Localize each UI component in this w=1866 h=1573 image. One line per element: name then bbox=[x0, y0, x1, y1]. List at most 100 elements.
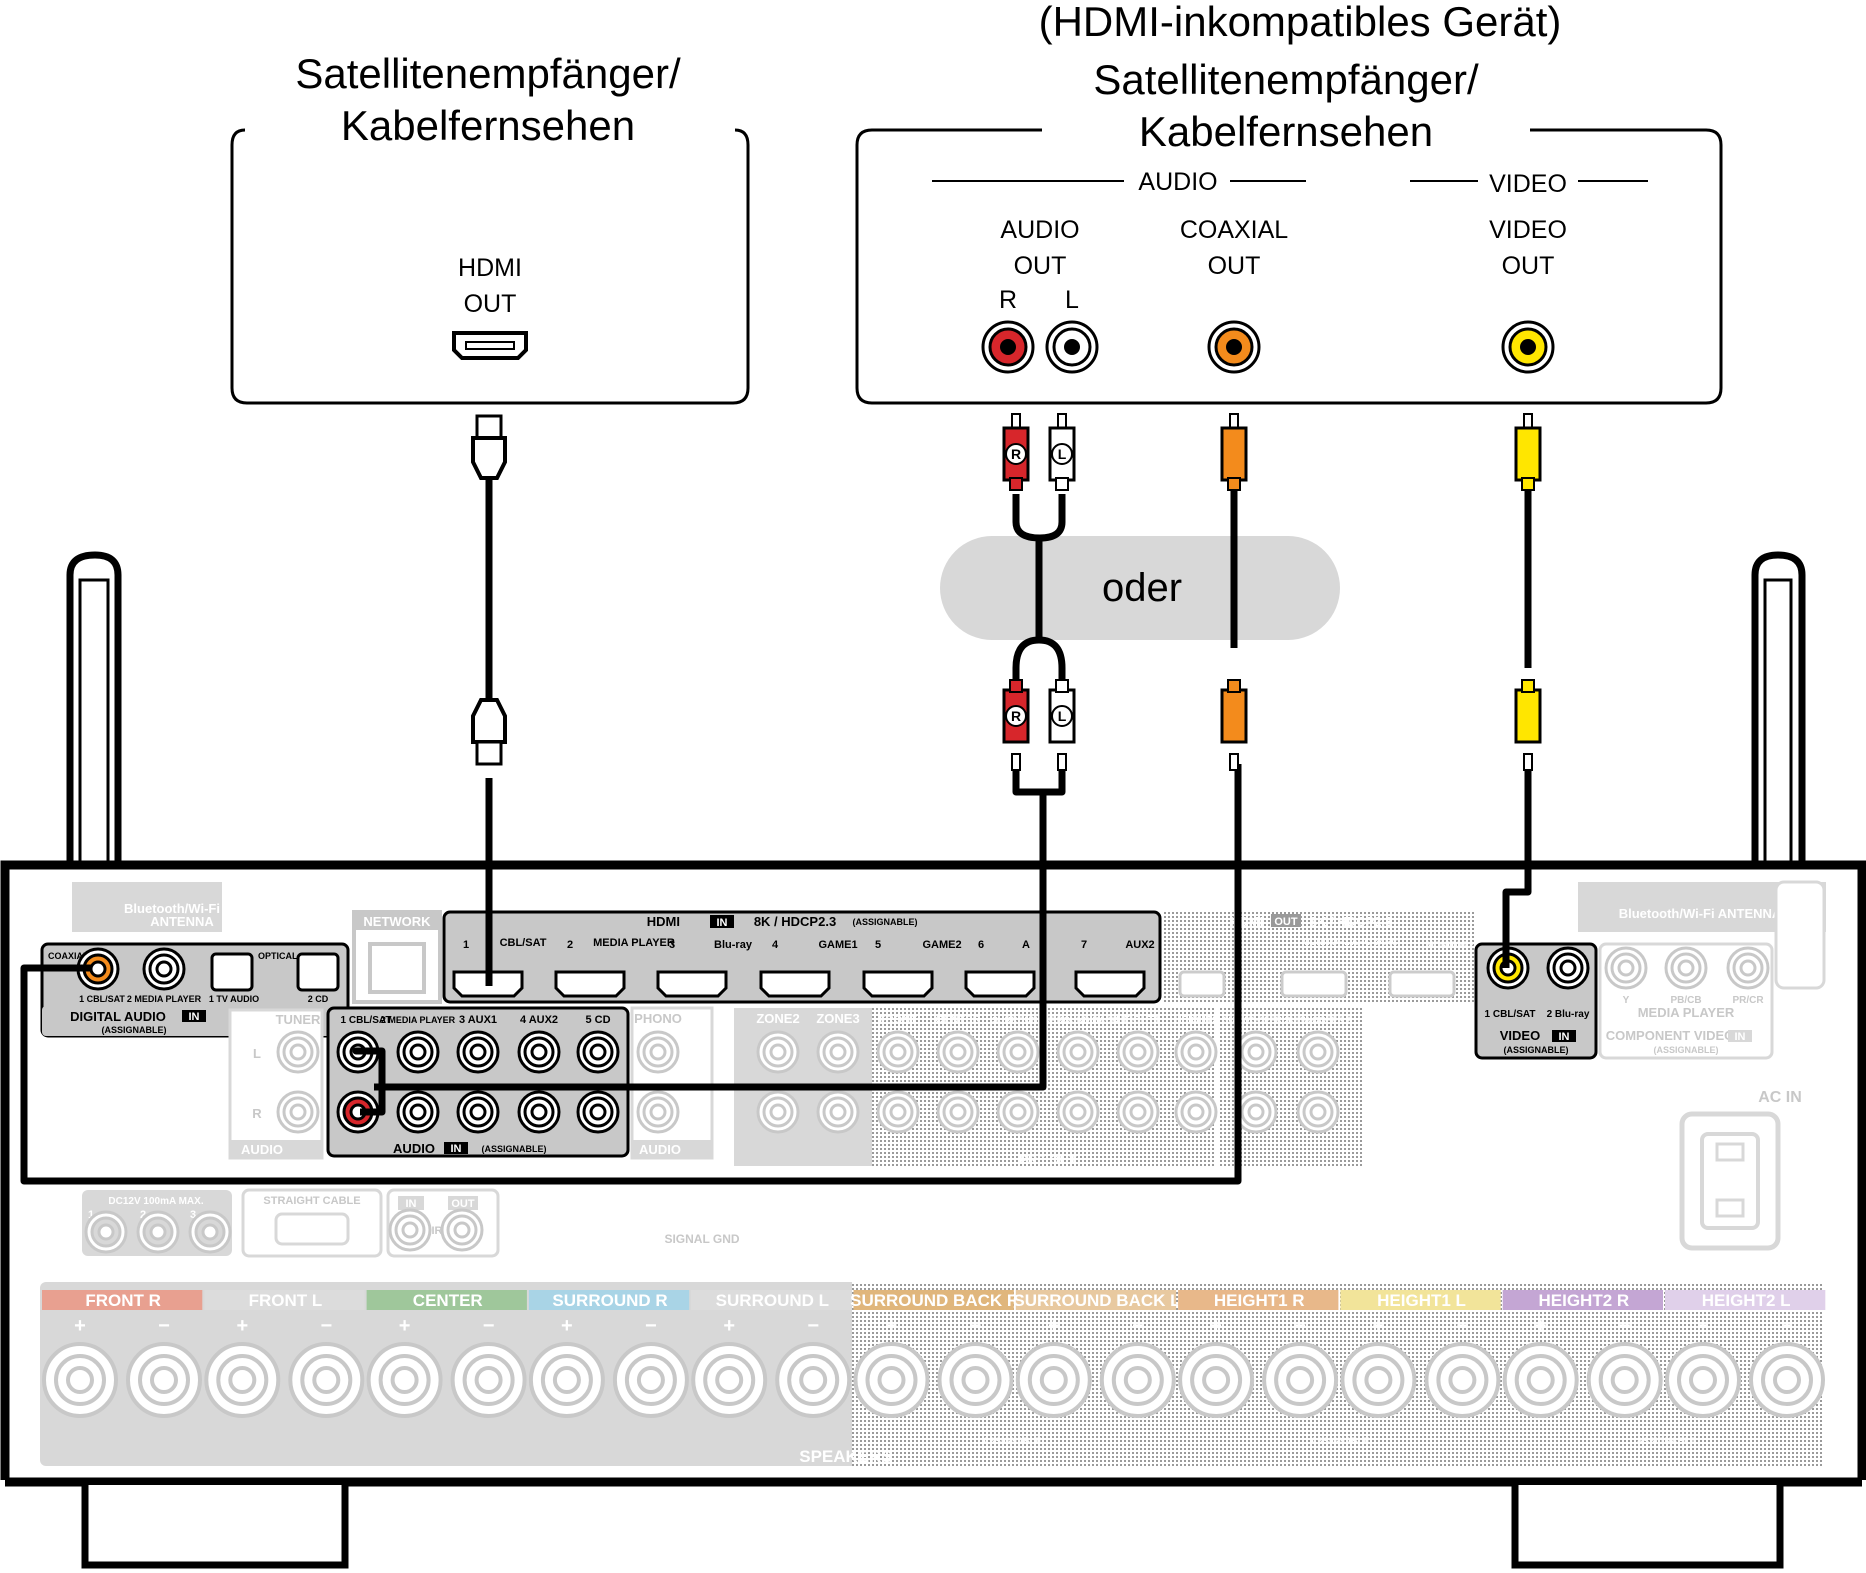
tuner-l-jack bbox=[276, 1030, 320, 1074]
audio-out-l: L bbox=[1065, 286, 1079, 314]
preout-r-8-jack bbox=[1174, 1090, 1218, 1134]
audio-in-r-3-jack[interactable] bbox=[456, 1090, 500, 1134]
network-port[interactable] bbox=[368, 942, 426, 994]
right-device-jacks bbox=[981, 320, 1555, 374]
coaxial-out-jack[interactable] bbox=[1207, 320, 1261, 374]
hdmi-in-port-7[interactable] bbox=[1074, 970, 1146, 998]
straight-cable-label: STRAIGHT CABLE bbox=[263, 1195, 360, 1207]
speaker-terminal-pair-8[interactable]: +− bbox=[1178, 1315, 1339, 1418]
left-device-port-line2: OUT bbox=[464, 290, 517, 318]
minus-icon: − bbox=[970, 1315, 982, 1337]
minus-icon: − bbox=[483, 1315, 495, 1337]
hdmi-plug-top bbox=[471, 414, 507, 480]
component-pr-jack bbox=[1726, 946, 1770, 990]
speaker-terminal-pair-3[interactable]: +− bbox=[366, 1315, 527, 1418]
rs232-port[interactable] bbox=[274, 1212, 350, 1246]
optical-label: OPTICAL bbox=[258, 951, 298, 961]
speaker-group-8: HEIGHT1 R bbox=[1178, 1290, 1339, 1310]
left-source-device: Satellitenempfänger/ Kabelfernsehen HDMI… bbox=[230, 50, 750, 405]
optical-2-port[interactable] bbox=[296, 952, 340, 992]
preout-r-6-jack bbox=[1056, 1090, 1100, 1134]
audio-in-r-2-jack[interactable] bbox=[396, 1090, 440, 1134]
bt-antenna-left-label: Bluetooth/Wi-Fi bbox=[124, 901, 220, 916]
speaker-group-label: FRONT L bbox=[249, 1291, 323, 1310]
minus-icon: − bbox=[1619, 1315, 1631, 1337]
plus-icon: + bbox=[1210, 1315, 1222, 1337]
right-device-title-line1: Satellitenempfänger/ bbox=[1093, 56, 1479, 103]
ir-in-label: IN bbox=[406, 1198, 417, 1210]
component-y-jack bbox=[1604, 946, 1648, 990]
tuner-panel: TUNER L R AUDIO bbox=[228, 1008, 324, 1160]
speaker-group-label: HEIGHT1 L bbox=[1377, 1291, 1466, 1310]
hdmi-in-spec: 8K / HDCP2.3 bbox=[754, 914, 836, 929]
speaker-assignable-1: ASSIGNABLE bbox=[982, 1436, 1041, 1446]
speaker-terminal-pair-6[interactable]: +− bbox=[853, 1315, 1014, 1418]
video-in-badge: IN bbox=[1559, 1031, 1570, 1043]
speaker-group-11: HEIGHT2 L bbox=[1665, 1290, 1826, 1310]
speaker-terminal-pair-11[interactable]: +− bbox=[1665, 1315, 1825, 1418]
speaker-terminal-pair-5[interactable]: +− bbox=[691, 1315, 852, 1418]
digital-label-3: 1 TV AUDIO bbox=[209, 994, 259, 1004]
speaker-terminal-pair-4[interactable]: +− bbox=[528, 1315, 689, 1418]
speaker-group-label: FRONT R bbox=[85, 1291, 161, 1310]
speaker-group-label: SURROUND BACK R bbox=[850, 1291, 1019, 1310]
hdmi-in-port-4[interactable] bbox=[759, 970, 831, 998]
component-pb: PB/CB bbox=[1670, 995, 1701, 1006]
preout-surround: SURROUND bbox=[992, 1015, 1045, 1025]
hdmi-out-monitor1: MONITOR1 ARC eARC bbox=[1302, 937, 1399, 947]
audio-in-assignable: (ASSIGNABLE) bbox=[482, 1144, 547, 1154]
preout-l-1-jack bbox=[756, 1030, 800, 1074]
speaker-terminal-pair-2[interactable]: +− bbox=[204, 1315, 365, 1418]
hdmi-in-port-5[interactable] bbox=[862, 970, 934, 998]
signal-gnd-label: SIGNAL GND bbox=[664, 1232, 739, 1246]
speaker-group-label: HEIGHT1 R bbox=[1214, 1291, 1305, 1310]
component-in-badge: IN bbox=[1735, 1031, 1746, 1043]
coaxial-2-jack[interactable] bbox=[142, 947, 186, 991]
audio-in-l-5-jack[interactable] bbox=[576, 1030, 620, 1074]
component-video-title: COMPONENT VIDEO bbox=[1606, 1028, 1735, 1043]
hdmi-in-port-2[interactable] bbox=[554, 970, 626, 998]
preout-r-5-jack bbox=[996, 1090, 1040, 1134]
group-audio-label: AUDIO bbox=[1138, 168, 1217, 196]
audio-out-l-jack[interactable] bbox=[1045, 320, 1099, 374]
audio-in-r-4-jack[interactable] bbox=[517, 1090, 561, 1134]
speaker-terminal-pair-7[interactable]: +− bbox=[1015, 1315, 1176, 1418]
preout-height1: HEIGHT1 bbox=[1116, 1015, 1160, 1026]
speaker-terminal-pair-10[interactable]: +− bbox=[1502, 1315, 1663, 1418]
plug-letter: R bbox=[1011, 446, 1021, 462]
preout-l-5-jack bbox=[996, 1030, 1040, 1074]
audio-in-title: AUDIO bbox=[393, 1141, 435, 1156]
plus-icon: + bbox=[723, 1315, 735, 1337]
audio-in-l-2-jack[interactable] bbox=[396, 1030, 440, 1074]
video-in-2-jack[interactable] bbox=[1546, 946, 1590, 990]
plus-icon: + bbox=[1048, 1315, 1060, 1337]
hdmi-in-badge: IN bbox=[717, 917, 728, 929]
pre-out-label: PRE OUT bbox=[1019, 1152, 1077, 1167]
phono-audio-label: AUDIO bbox=[639, 1142, 681, 1157]
component-y: Y bbox=[1623, 995, 1630, 1006]
speaker-terminal-pair-1[interactable]: +− bbox=[42, 1315, 202, 1418]
component-pb-jack bbox=[1664, 946, 1708, 990]
right-device-note: (HDMI-inkompatibles Gerät) bbox=[1039, 0, 1562, 45]
preout-l-3-jack bbox=[876, 1030, 920, 1074]
preout-l-8-jack bbox=[1174, 1030, 1218, 1074]
hdmi-in-3: 3 bbox=[669, 939, 675, 951]
hdmi-in-port-6[interactable] bbox=[964, 970, 1036, 998]
audio-in-r-5-jack[interactable] bbox=[576, 1090, 620, 1134]
audio-in-l-3-jack[interactable] bbox=[456, 1030, 500, 1074]
optical-1-port[interactable] bbox=[210, 952, 254, 992]
speaker-group-9: HEIGHT1 L bbox=[1340, 1290, 1501, 1310]
video-out-jack[interactable] bbox=[1501, 320, 1555, 374]
plus-icon: + bbox=[886, 1315, 898, 1337]
hdmi-in-port-3[interactable] bbox=[656, 970, 728, 998]
audio-in-l-4-jack[interactable] bbox=[517, 1030, 561, 1074]
hdmi-in-game1: GAME1 bbox=[818, 939, 857, 951]
audio-out-r-jack[interactable] bbox=[981, 320, 1035, 374]
audio-in-label-1: 1 CBL/SAT bbox=[341, 1015, 392, 1026]
preout-l-2-jack bbox=[816, 1030, 860, 1074]
left-device-title-line1: Satellitenempfänger/ bbox=[295, 50, 681, 97]
preout-l-10-jack bbox=[1296, 1030, 1340, 1074]
speaker-terminal-pair-9[interactable]: +− bbox=[1340, 1315, 1501, 1418]
hdmi-in-media-player: MEDIA PLAYER bbox=[593, 937, 675, 949]
preout-l-7-jack bbox=[1116, 1030, 1160, 1074]
